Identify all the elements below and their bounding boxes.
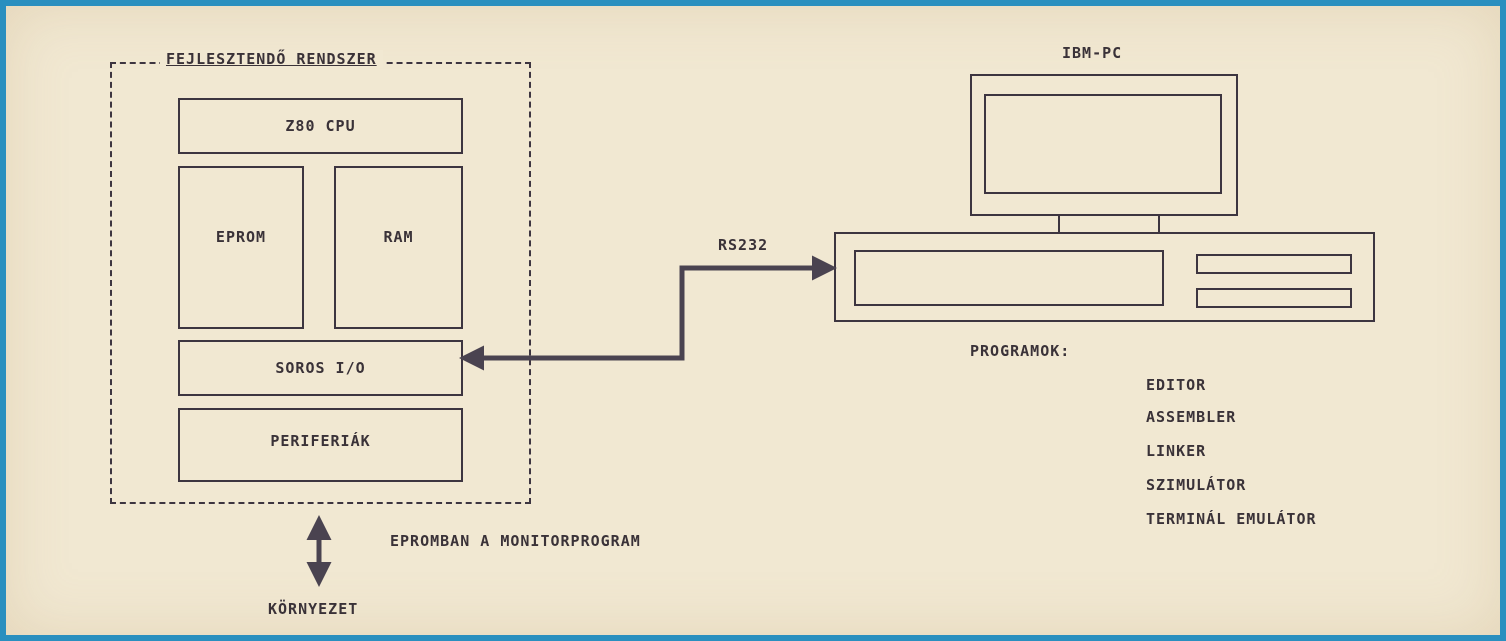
rs232-cable (464, 268, 832, 358)
diagram-canvas: FEJLESZTENDŐ RENDSZER Z80 CPU EPROM RAM … (6, 6, 1500, 635)
connection-lines (6, 6, 1500, 635)
